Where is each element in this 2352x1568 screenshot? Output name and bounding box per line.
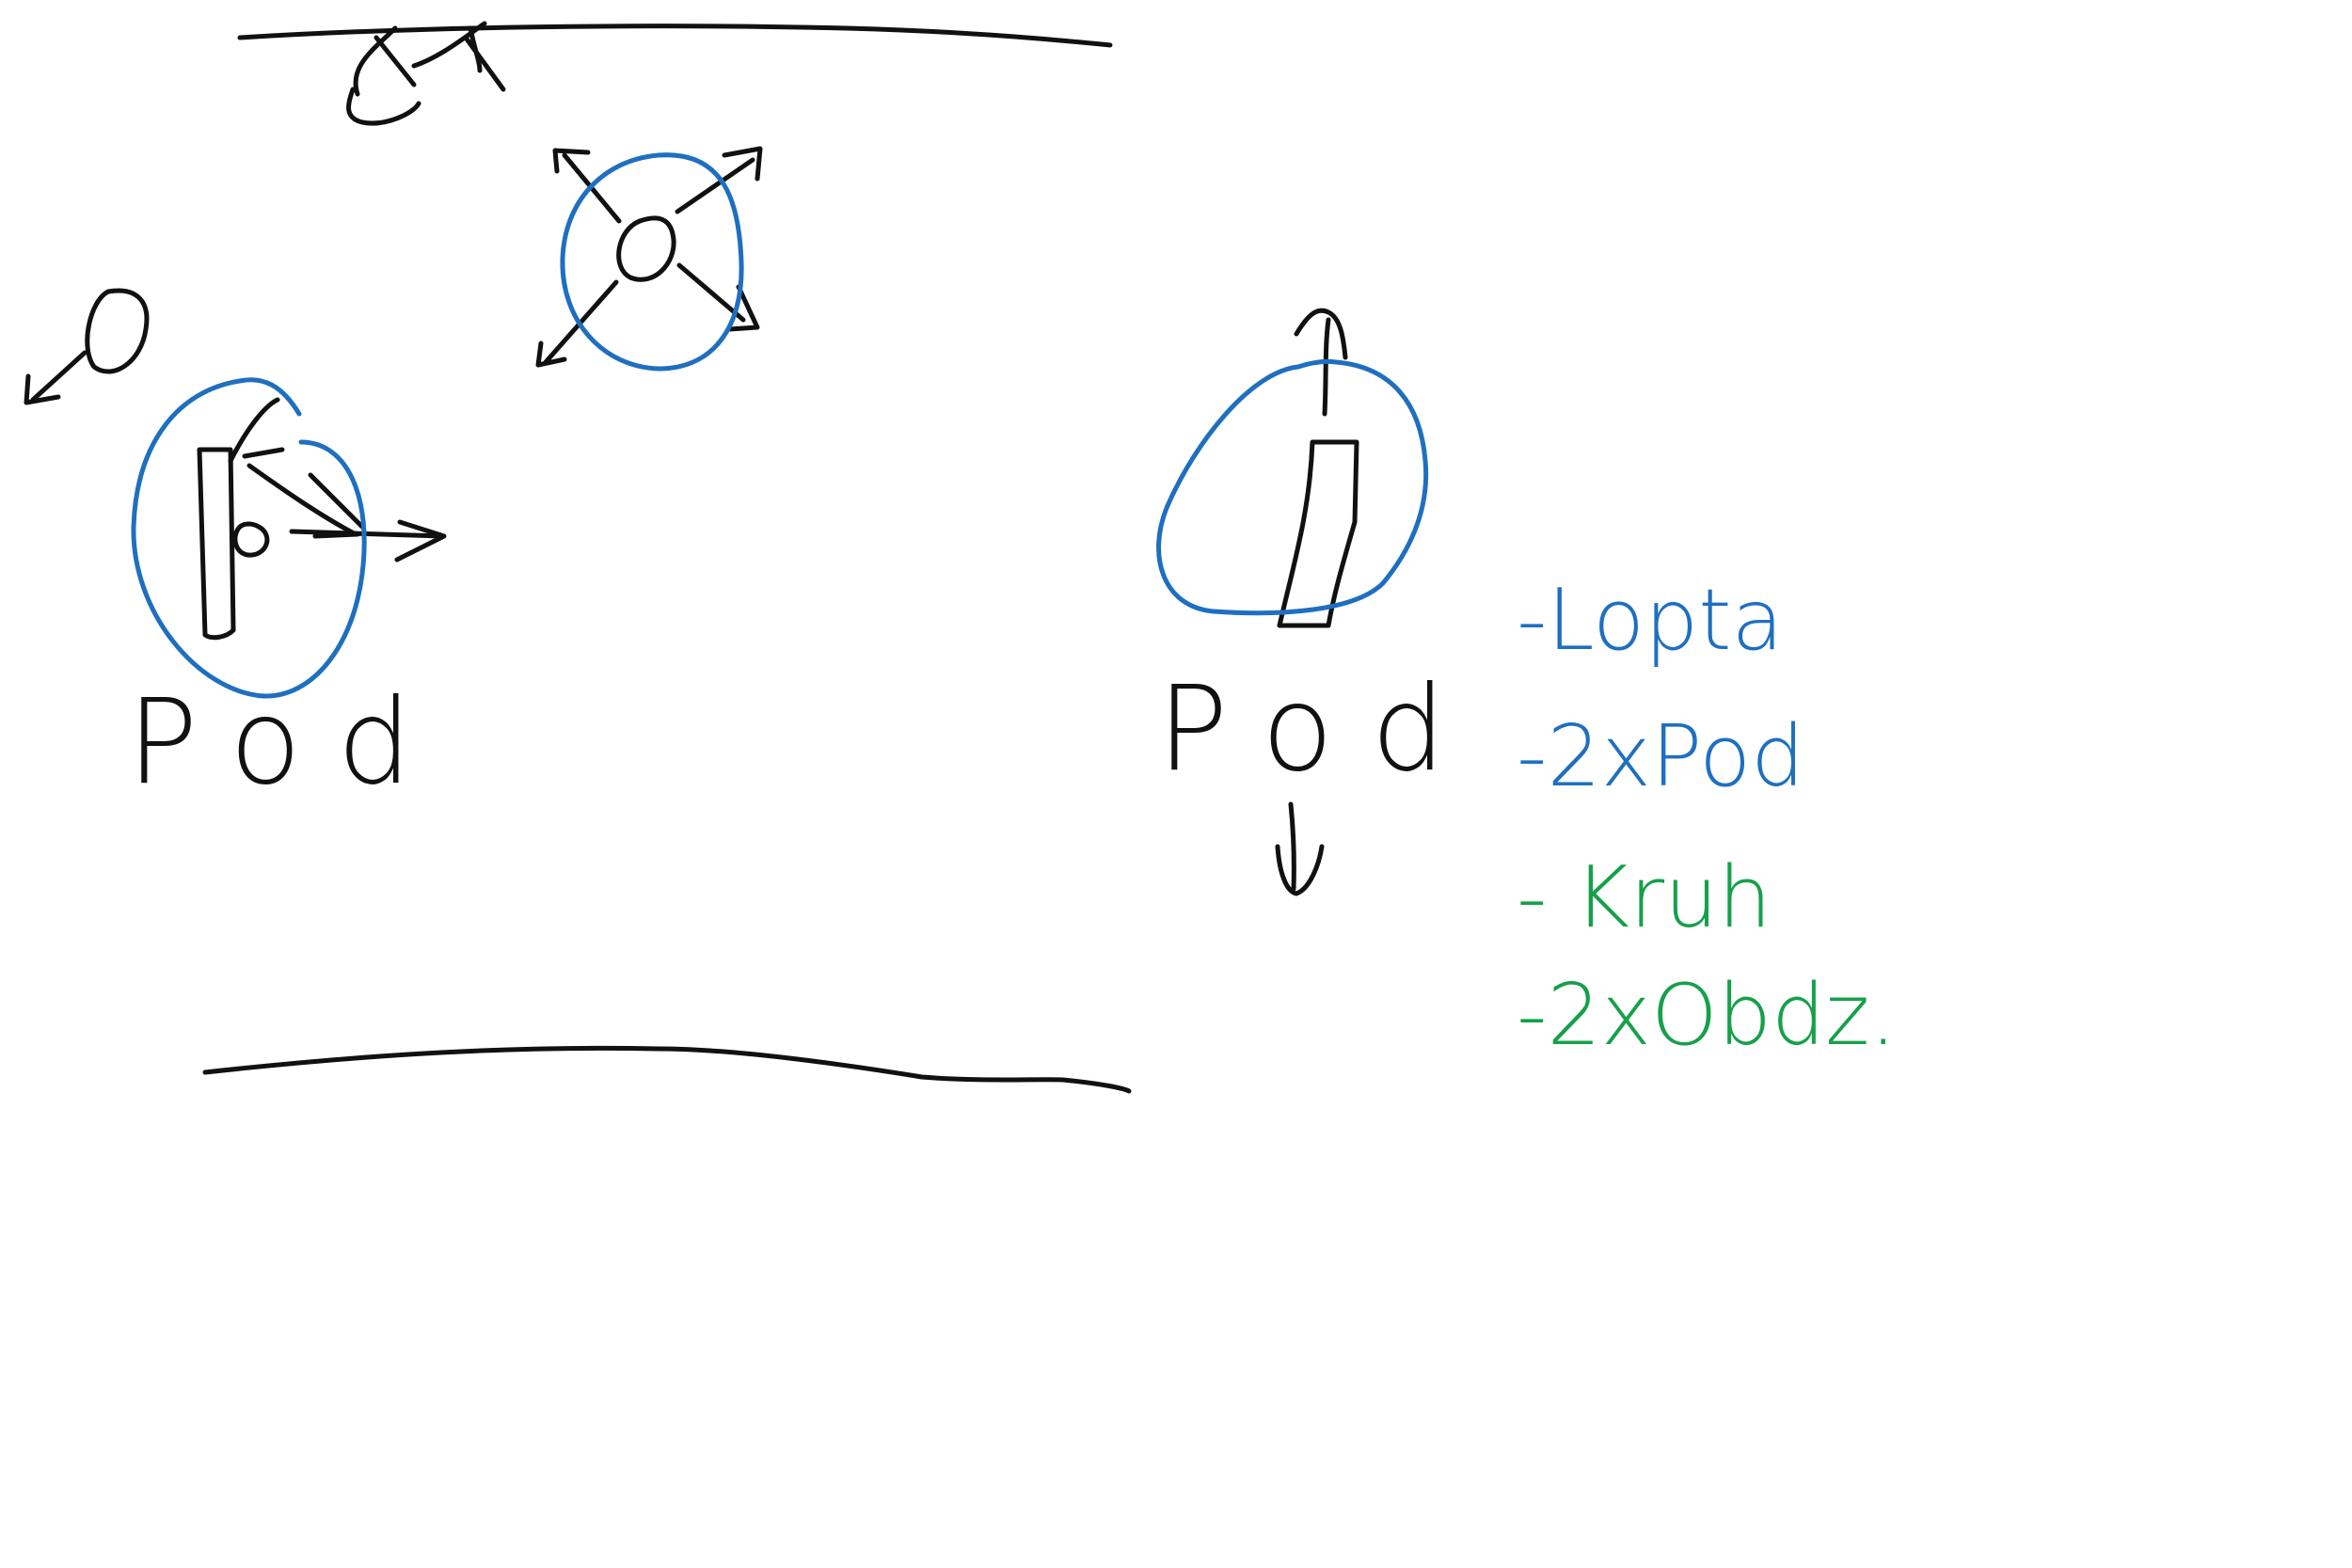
top-wall-line — [237, 24, 1113, 48]
arrow-down-right — [676, 262, 760, 332]
reflect-arrow-up — [228, 397, 358, 537]
pod-label-right: Pod — [1157, 661, 1484, 798]
left-paddle — [197, 447, 236, 641]
bottom-wall-line — [202, 1045, 1132, 1094]
arrow-up-right — [675, 146, 763, 214]
right-paddle — [1277, 439, 1359, 628]
blue-circle-left-paddle — [131, 377, 367, 699]
ball-left — [85, 288, 150, 374]
down-arrow-right-pod — [1275, 801, 1325, 896]
legend-item-lopta: -Lopta — [1517, 571, 1784, 670]
blue-circle-ball — [560, 152, 744, 372]
ball-on-paddle — [232, 521, 270, 558]
pod-label-left: Pod — [127, 674, 448, 811]
reflect-arrow-out — [289, 472, 447, 562]
arrow-up-left — [552, 148, 622, 224]
legend-item-2x-pod: -2xPod — [1517, 707, 1804, 806]
blue-circle-right-paddle — [1156, 358, 1429, 616]
ball-center — [616, 215, 676, 282]
bounce-arrow-top-right — [411, 21, 506, 92]
legend-item-kruh: - Kruh — [1517, 848, 1772, 947]
legend-item-2x-obdz: -2xObdz. — [1517, 966, 1897, 1065]
arrow-ball-left — [24, 350, 87, 405]
bounce-arrow-top-left — [346, 25, 421, 126]
